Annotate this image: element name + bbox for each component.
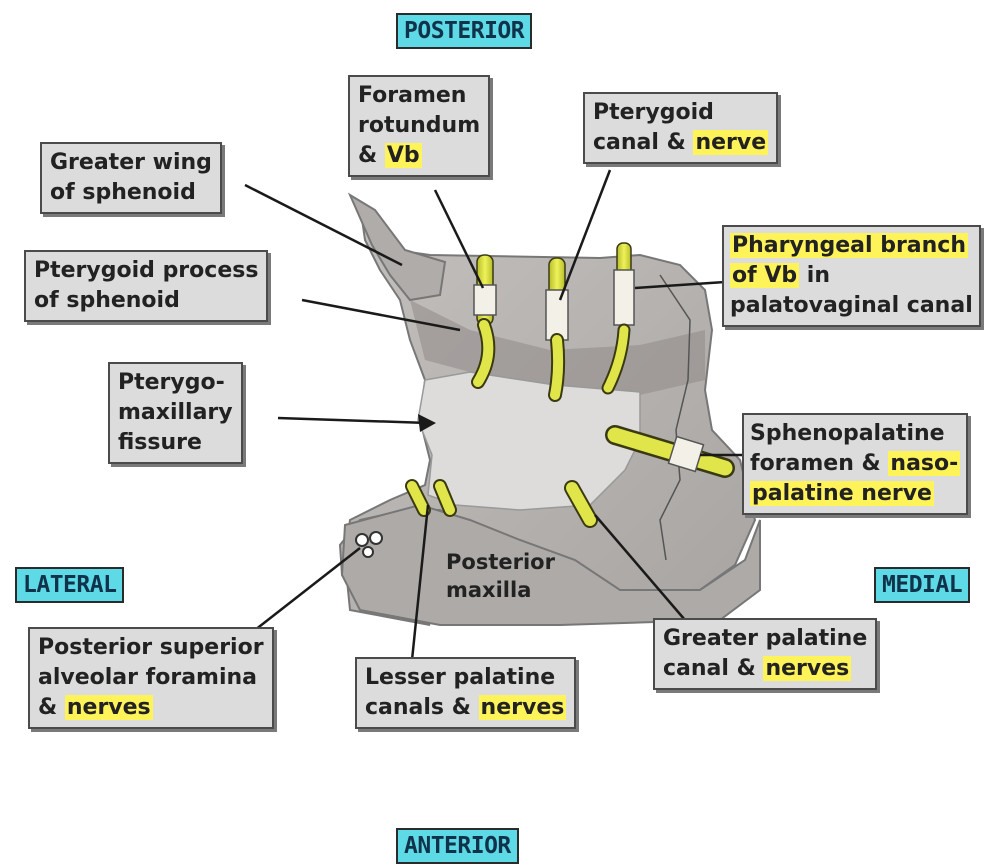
foramen-rotundum-line2: rotundum — [358, 111, 480, 141]
anterior-direction-label: ANTERIOR — [396, 828, 519, 864]
foramen-rotundum-vb-highlight: Vb — [385, 143, 422, 168]
lesser-palatine-nerves-highlight: nerves — [479, 695, 567, 720]
foramen-rotundum-line1: Foramen — [358, 81, 480, 111]
psa-nerves-highlight: nerves — [65, 695, 153, 720]
pterygoid-process-line1: Pterygoid process — [34, 256, 258, 286]
psa-line3: & — [38, 695, 65, 720]
psa-line2: alveolar foramina — [38, 663, 264, 693]
greater-palatine-nerves-highlight: nerves — [763, 656, 851, 681]
foramen-rotundum-line3: & — [358, 143, 385, 168]
greater-wing-line1: Greater wing — [50, 148, 212, 178]
pterygoid-process-line2: of sphenoid — [34, 286, 258, 316]
pharyngeal-branch-label: Pharyngeal branch of Vb in palatovaginal… — [722, 225, 981, 327]
sphenopalatine-label: Sphenopalatine foramen & naso- palatine … — [742, 413, 968, 515]
lesser-palatine-label: Lesser palatine canals & nerves — [355, 657, 576, 729]
sphenopalatine-line3-highlight: palatine nerve — [750, 481, 934, 506]
greater-palatine-line2: canal & — [663, 656, 763, 681]
posterior-maxilla-line1: Posterior — [446, 548, 555, 576]
greater-palatine-label: Greater palatine canal & nerves — [653, 618, 877, 690]
pterygomaxillary-line1: Pterygo- — [118, 368, 233, 398]
medial-direction-label: MEDIAL — [874, 567, 970, 603]
foramen-rotundum-label: Foramen rotundum & Vb — [348, 75, 490, 177]
pharyngeal-branch-line1: Pharyngeal branch — [730, 233, 968, 258]
posterior-maxilla-label: Posterior maxilla — [446, 548, 555, 604]
sphenopalatine-line2: foramen & — [750, 451, 888, 476]
pterygomaxillary-line2: maxillary — [118, 398, 233, 428]
posterior-superior-alveolar-label: Posterior superior alveolar foramina & n… — [28, 627, 274, 729]
greater-wing-bone — [350, 195, 445, 300]
pterygoid-canal-nerve-highlight: nerve — [693, 130, 768, 155]
sphenopalatine-naso-highlight: naso- — [888, 451, 960, 476]
sphenopalatine-line1: Sphenopalatine — [750, 419, 960, 449]
pharyngeal-branch-line2: in — [799, 263, 830, 288]
pterygoid-canal-line2: canal & — [593, 130, 693, 155]
greater-wing-label: Greater wing of sphenoid — [40, 142, 222, 214]
pterygomaxillary-line3: fissure — [118, 428, 233, 458]
greater-wing-line2: of sphenoid — [50, 178, 212, 208]
pterygoid-canal-label: Pterygoid canal & nerve — [583, 92, 778, 164]
psa-line1: Posterior superior — [38, 633, 264, 663]
lateral-direction-label: LATERAL — [15, 567, 124, 603]
pterygoid-canal-line1: Pterygoid — [593, 98, 768, 128]
pterygoid-process-label: Pterygoid process of sphenoid — [24, 250, 268, 322]
lesser-palatine-line2: canals & — [365, 695, 479, 720]
greater-palatine-line1: Greater palatine — [663, 624, 867, 654]
pterygomaxillary-fissure-label: Pterygo- maxillary fissure — [108, 362, 243, 464]
pharyngeal-branch-vb-highlight: of Vb — [730, 263, 799, 288]
lesser-palatine-line1: Lesser palatine — [365, 663, 566, 693]
posterior-maxilla-line2: maxilla — [446, 576, 555, 604]
pharyngeal-branch-line3: palatovaginal canal — [730, 291, 973, 321]
posterior-direction-label: POSTERIOR — [396, 13, 532, 49]
